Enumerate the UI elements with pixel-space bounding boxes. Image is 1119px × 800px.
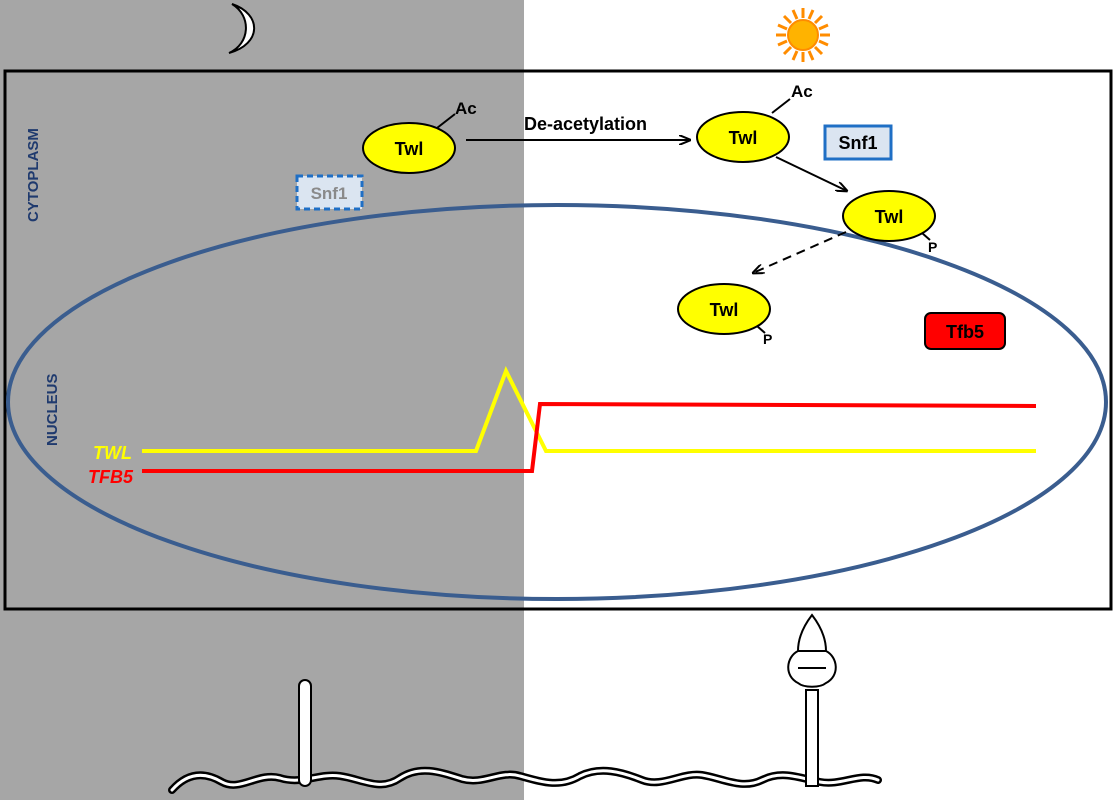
acetyl-label: Ac [791,82,813,101]
tfb5-label: Tfb5 [946,322,984,342]
night-stalk [298,679,312,787]
twl-label: Twl [875,207,904,227]
twl-label: Twl [729,128,758,148]
sun-icon [776,8,830,62]
tfb5-gene-label: TFB5 [88,467,134,487]
nucleus-membrane [6,203,1108,601]
twl-protein-day: Twl Ac [696,82,813,163]
snf1-box-day: Snf1 [823,124,893,161]
twl-protein-acetylated-night: Twl Ac [362,99,477,174]
phospho-label: P [928,239,937,255]
moon-icon [228,3,256,54]
deacetylation-label: De-acetylation [524,114,647,134]
twl-label: Twl [395,139,424,159]
twl-gene-label: TWL [93,443,132,463]
phospho-label: P [763,331,772,347]
twl-protein-phosphorylated: Twl P [842,190,937,255]
twl-label: Twl [710,300,739,320]
day-stalk-with-spore [787,613,837,787]
cytoplasm-label: CYTOPLASM [25,128,42,222]
night-background [0,0,524,800]
twl-expression-line [142,366,1036,453]
snf1-label: Snf1 [838,133,877,153]
snf1-label: Snf1 [311,184,348,203]
nucleus-label: NUCLEUS [44,373,61,446]
soil-ground [168,766,882,794]
phosphorylation-arrow [775,156,847,191]
nuclear-import-arrow [753,231,847,273]
cytoplasm-box [3,69,1113,611]
acetyl-label: Ac [455,99,477,118]
tfb5-expression-line [142,401,1037,473]
tfb5-box: Tfb5 [924,312,1006,350]
snf1-box-night: Snf1 [295,174,364,211]
twl-protein-nuclear: Twl P [677,283,772,347]
